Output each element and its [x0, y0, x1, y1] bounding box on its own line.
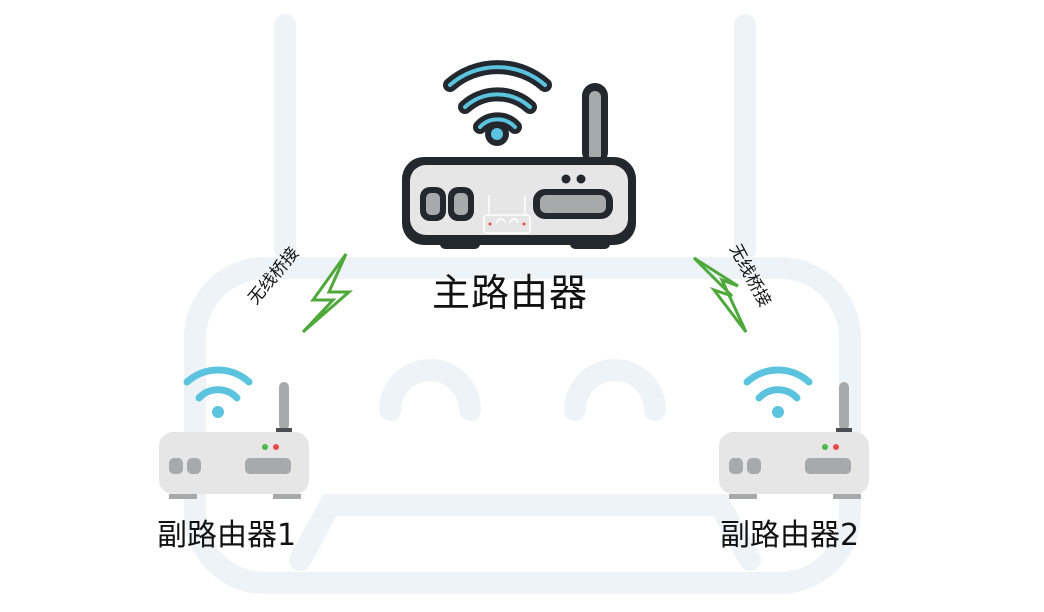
- main-router-label: 主路由器: [432, 271, 589, 315]
- sub-router-1-icon: [159, 366, 309, 499]
- sub-router-2-label: 副路由器2: [720, 518, 860, 553]
- sub-router-2-icon: [719, 366, 869, 499]
- lightning-bolt-right-icon: [692, 256, 748, 333]
- main-router-icon: [402, 60, 636, 249]
- lightning-bolt-left-icon: [301, 253, 354, 334]
- sub-router-1-label: 副路由器1: [157, 518, 297, 553]
